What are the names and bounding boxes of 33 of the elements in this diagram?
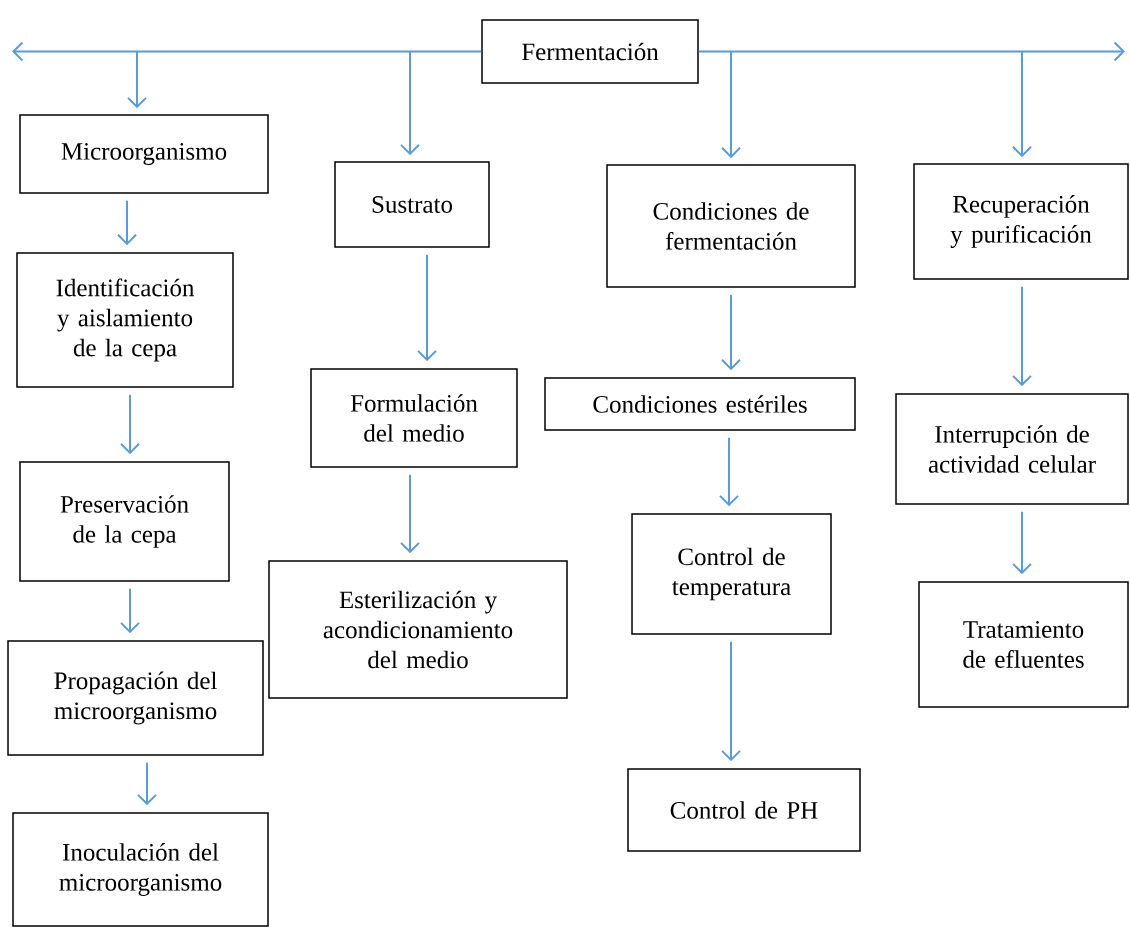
arrow <box>1012 285 1032 387</box>
arrow <box>12 41 483 62</box>
arrow <box>1012 510 1032 575</box>
process-box: Recuperación y purificación <box>913 163 1129 280</box>
process-box: Interrupción de actividad celular <box>895 393 1129 505</box>
process-box: Identificación y aislamiento de la cepa <box>16 252 234 388</box>
arrow <box>120 587 140 634</box>
process-box: Control de PH <box>627 768 861 852</box>
process-box: Sustrato <box>334 161 490 248</box>
arrow <box>137 761 157 806</box>
arrow <box>400 473 420 554</box>
process-box: Condiciones de fermentación <box>606 164 856 288</box>
process-box: Formulación del medio <box>310 368 518 468</box>
arrow <box>721 50 741 159</box>
process-box: Inoculación del microorganismo <box>12 812 269 927</box>
process-box: Esterilización y acondicionamiento del medio <box>268 560 568 699</box>
process-box: Propagación del microorganismo <box>7 640 264 756</box>
process-box: Condiciones estériles <box>544 377 856 431</box>
process-box: Preservación de la cepa <box>19 461 230 582</box>
arrow <box>400 50 420 156</box>
arrow <box>721 640 741 762</box>
arrow <box>721 293 741 371</box>
process-box: Control de temperatura <box>631 513 832 635</box>
arrow <box>120 393 140 455</box>
arrow <box>1012 50 1032 158</box>
arrow <box>697 41 1125 62</box>
arrow <box>117 199 137 246</box>
arrow <box>417 253 437 362</box>
process-box: Tratamiento de efluentes <box>918 581 1129 708</box>
arrow <box>127 50 147 109</box>
process-box: Microorganismo <box>19 114 269 194</box>
process-box: Fermentación <box>481 19 699 84</box>
arrow <box>719 436 739 507</box>
